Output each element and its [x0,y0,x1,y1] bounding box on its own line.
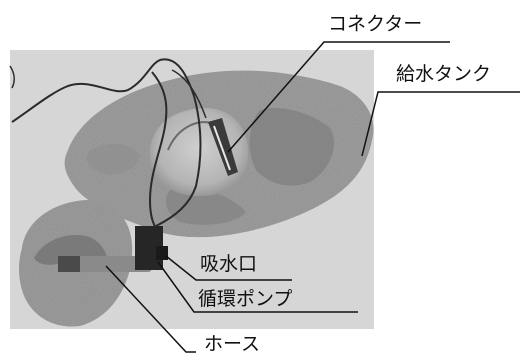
label-intake: 吸水口 [200,253,257,275]
rock-texture [165,188,246,225]
rock-texture [249,108,334,186]
leader-pump [157,261,358,313]
hose-inlet [58,256,80,272]
rock-texture [86,143,140,175]
label-water-tank: 給水タンク [396,63,491,85]
label-hose: ホース [204,333,260,355]
leader-hose [105,265,196,353]
leader-water-tank [361,91,520,157]
leader-connector [227,41,450,153]
cable [148,71,168,229]
cable [9,65,15,89]
hose [58,256,152,272]
connector-highlight [213,125,231,171]
leader-lines [105,41,520,353]
cable [11,58,202,227]
leader-intake [165,255,292,281]
label-circulation-pump: 循環ポンプ [198,288,292,310]
cable [171,69,207,119]
intake [156,246,168,260]
label-connector: コネクター [328,13,422,35]
